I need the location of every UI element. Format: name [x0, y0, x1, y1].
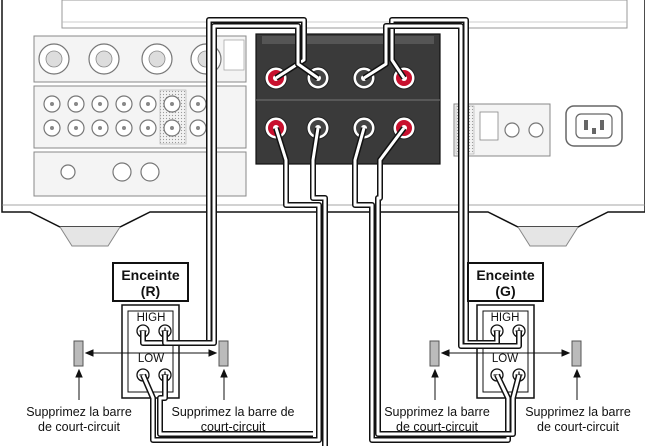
- speaker-right-title-box: Enceinte (R): [112, 262, 189, 302]
- control-and-power-section: [453, 103, 623, 157]
- speaker-right-low-label: LOW: [138, 353, 164, 365]
- speaker-left-low-label: LOW: [492, 353, 518, 365]
- jumper-bars: [73, 340, 582, 367]
- speaker-right: [121, 304, 180, 399]
- note-left-speaker-right-jumper: Supprimez la barre de court-circuit: [525, 405, 631, 434]
- right-foot: [517, 226, 579, 247]
- left-foot: [59, 226, 121, 247]
- speaker-right-high-label: HIGH: [137, 312, 166, 324]
- jumper-bar-right-b: [218, 340, 229, 367]
- speaker-right-title: Enceinte: [121, 267, 180, 283]
- note-right-speaker-right-jumper: Supprimez la barre de court-circuit: [171, 405, 295, 434]
- note-left-speaker-left-jumper: Supprimez la barre de court-circuit: [384, 405, 490, 434]
- speaker-left-high-label: HIGH: [491, 312, 520, 324]
- top-cover: [61, 0, 628, 29]
- note-right-speaker-left-jumper: Supprimez la barre de court-circuit: [26, 405, 132, 434]
- speaker-terminal-block: [255, 33, 441, 165]
- ac-inlet: [565, 105, 623, 147]
- speaker-left-title: Enceinte: [476, 267, 535, 283]
- phono-gnd-screw: [60, 164, 76, 180]
- jumper-bar-right-a: [73, 340, 84, 367]
- jumper-bar-left-a: [429, 340, 440, 367]
- speaker-left-title-box: Enceinte (G): [467, 262, 544, 302]
- speaker-right-channel: (R): [140, 283, 161, 299]
- jumper-bar-left-b: [571, 340, 582, 367]
- speaker-left-channel: (G): [495, 283, 516, 299]
- speaker-cables: [140, 17, 522, 446]
- removal-arrows: [75, 349, 581, 400]
